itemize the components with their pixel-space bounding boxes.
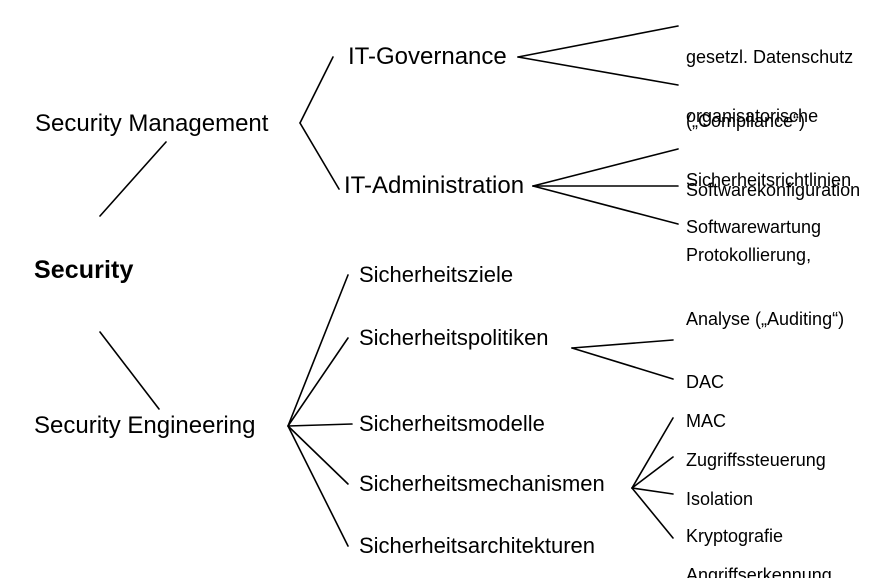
- node-security-engineering[interactable]: Security Engineering: [34, 412, 256, 439]
- leaf-line-1: Softwarekonfiguration: [686, 180, 861, 201]
- leaf-line-1: organisatorische: [686, 106, 819, 127]
- leaf-line-2: Sicherheitsrichtlinien: [686, 170, 852, 191]
- edge-security-to-management: [99, 141, 167, 217]
- leaf-dac[interactable]: DAC: [686, 330, 724, 436]
- node-sicherheitsmodelle[interactable]: Sicherheitsmodelle: [359, 411, 545, 436]
- leaf-mac[interactable]: MAC: [686, 369, 726, 475]
- edge-governance-to-leaf-2: [517, 56, 679, 86]
- edge-politiken-to-mac: [571, 347, 674, 380]
- node-it-governance[interactable]: IT-Governance: [348, 43, 507, 70]
- leaf-line-1: Softwarewartung: [686, 217, 822, 238]
- leaf-line-1: Isolation: [686, 489, 754, 510]
- edge-engineering-to-modelle: [287, 423, 353, 427]
- node-security-management[interactable]: Security Management: [35, 110, 269, 137]
- edge-management-to-governance: [299, 56, 334, 124]
- edge-politiken-to-dac: [571, 339, 674, 349]
- edge-security-to-engineering: [99, 331, 160, 410]
- edge-engineering-to-architekturen: [287, 425, 349, 547]
- edge-administration-to-leaf-3: [532, 185, 679, 225]
- leaf-gesetzl-datenschutz[interactable]: gesetzl. Datenschutz („Compliance“): [686, 5, 853, 175]
- node-sicherheitsziele[interactable]: Sicherheitsziele: [359, 262, 514, 287]
- leaf-kryptografie[interactable]: Kryptografie: [686, 484, 783, 578]
- leaf-line-2: („Compliance“): [686, 111, 806, 132]
- edge-governance-to-leaf-1: [517, 25, 679, 58]
- node-sicherheitspolitiken[interactable]: Sicherheitspolitiken: [359, 325, 549, 350]
- leaf-protokollierung-analyse[interactable]: Protokollierung, Analyse („Auditing“): [686, 203, 844, 373]
- leaf-isolation[interactable]: Isolation: [686, 447, 753, 553]
- edge-engineering-to-politiken: [287, 337, 349, 427]
- edge-mechanismen-to-leaf-4: [631, 487, 674, 539]
- leaf-line-1: MAC: [686, 411, 726, 432]
- edge-management-to-administration: [299, 122, 340, 190]
- leaf-softwarekonfiguration[interactable]: Softwarekonfiguration: [686, 138, 860, 244]
- leaf-line-1: Kryptografie: [686, 526, 784, 547]
- edge-mechanismen-to-leaf-2: [631, 456, 674, 489]
- leaf-zugriffssteuerung[interactable]: Zugriffssteuerung: [686, 408, 826, 514]
- leaf-angriffserkennung[interactable]: Angriffserkennung (Intrusion Detection): [686, 523, 848, 578]
- leaf-line-1: Zugriffssteuerung: [686, 450, 826, 471]
- leaf-line-1: gesetzl. Datenschutz: [686, 47, 854, 68]
- leaf-softwarewartung[interactable]: Softwarewartung: [686, 175, 821, 281]
- leaf-line-1: Protokollierung,: [686, 245, 812, 266]
- edge-engineering-to-mechanismen: [287, 425, 349, 485]
- edge-engineering-to-ziele: [287, 274, 349, 427]
- node-it-administration[interactable]: IT-Administration: [344, 172, 525, 199]
- node-sicherheitsarchitekturen[interactable]: Sicherheitsarchitekturen: [359, 533, 596, 558]
- edge-mechanismen-to-leaf-3: [631, 487, 674, 495]
- leaf-line-1: Angriffserkennung: [686, 565, 832, 578]
- edge-mechanismen-to-leaf-1: [631, 417, 674, 489]
- node-sicherheitsmechanismen[interactable]: Sicherheitsmechanismen: [359, 471, 605, 496]
- edge-administration-to-leaf-1: [532, 148, 679, 187]
- leaf-organisatorische-sicherheitsrichtlinien[interactable]: organisatorische Sicherheitsrichtlinien: [686, 64, 851, 234]
- node-security-root[interactable]: Security: [34, 256, 134, 284]
- leaf-line-1: DAC: [686, 372, 725, 393]
- leaf-line-2: Analyse („Auditing“): [686, 309, 845, 330]
